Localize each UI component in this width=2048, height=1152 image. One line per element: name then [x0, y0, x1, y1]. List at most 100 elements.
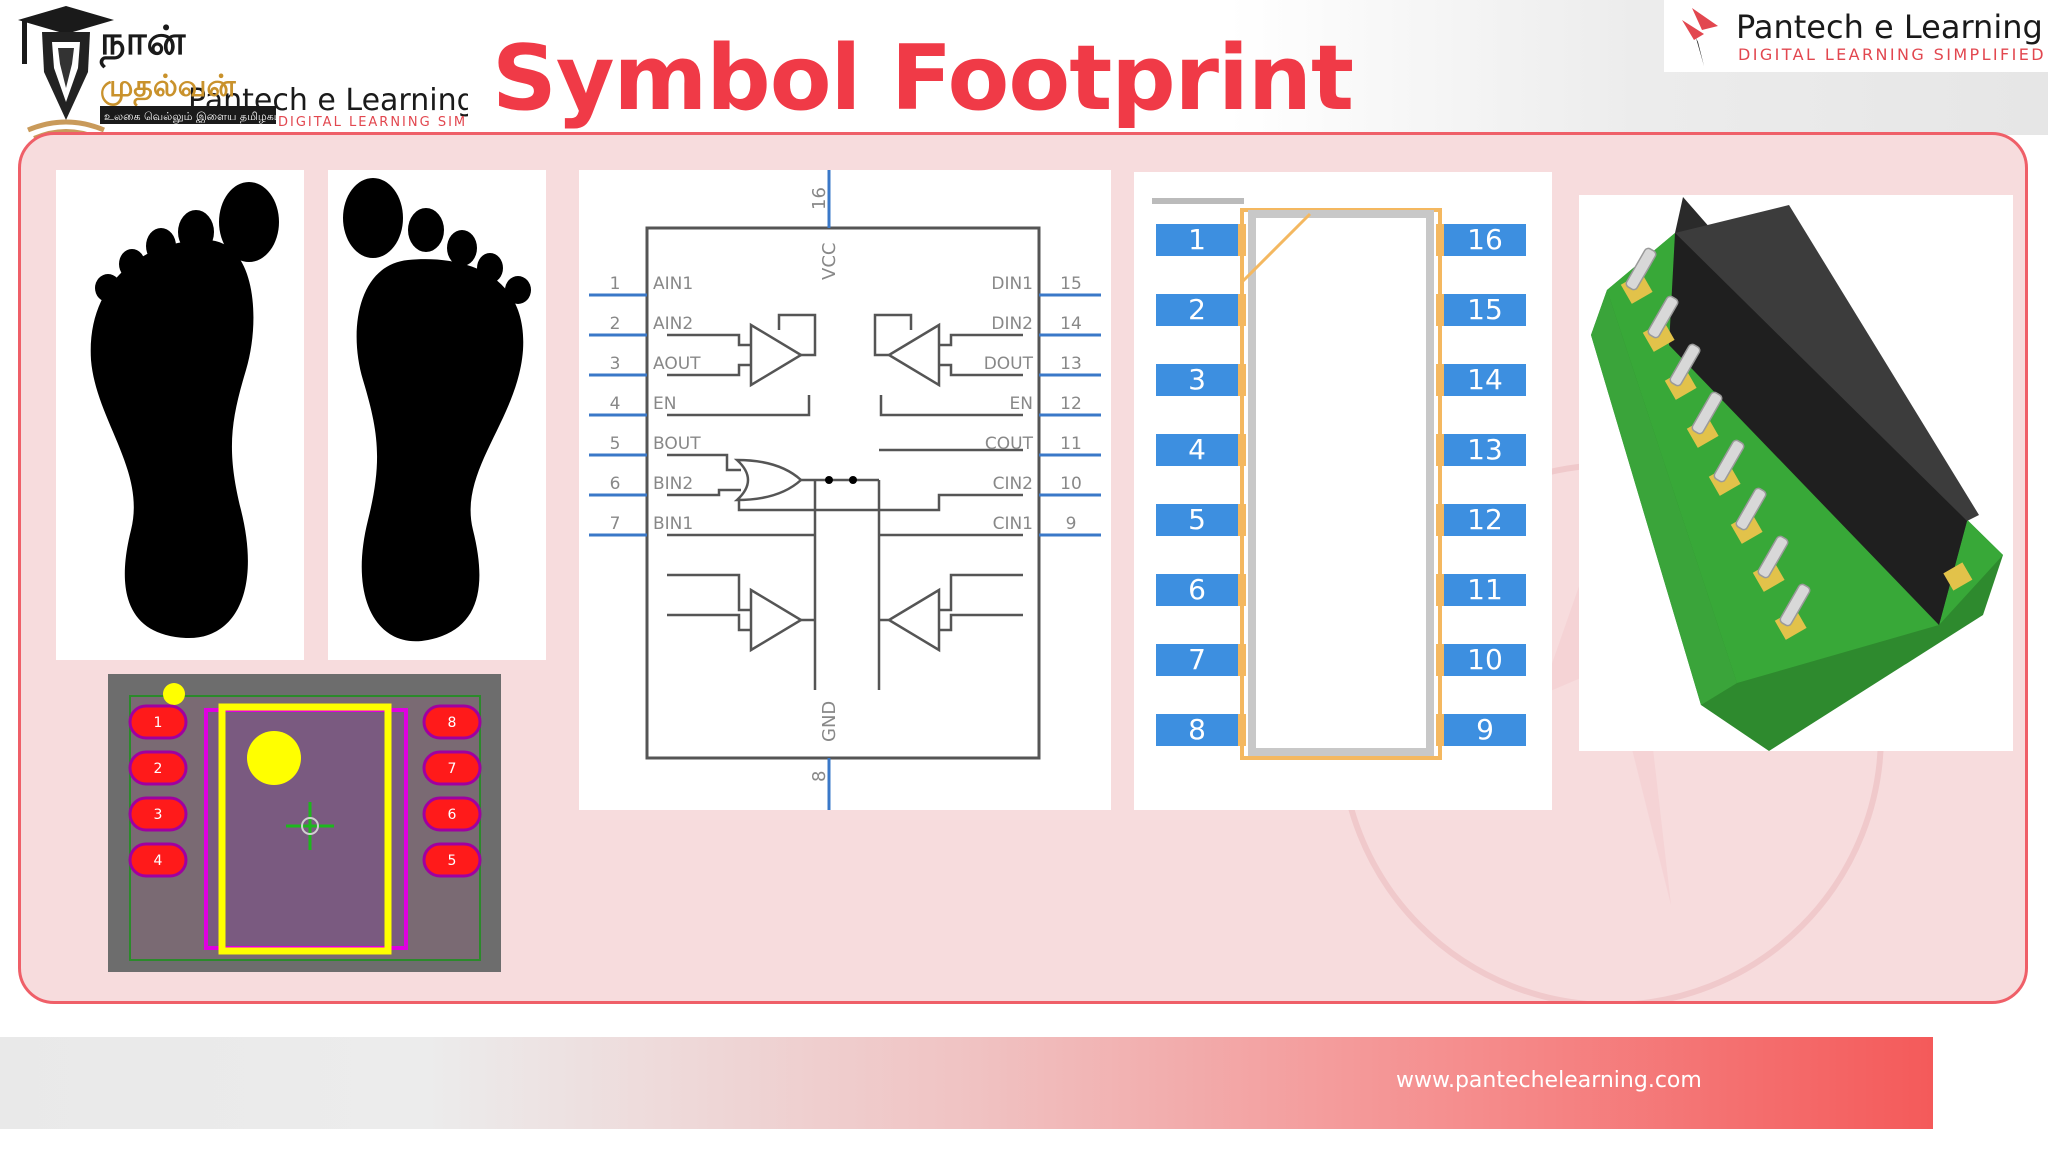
- pin-number: 6: [610, 474, 621, 494]
- pad-label: 3: [154, 807, 163, 823]
- slide-title: Symbol Footprint: [492, 26, 1354, 131]
- dip-pad-label: 6: [1188, 573, 1206, 606]
- dip-pad-10: [1444, 644, 1526, 676]
- pad-7: [422, 750, 482, 786]
- dip-pad-15: [1444, 294, 1526, 326]
- dip-pad-14: [1444, 364, 1526, 396]
- schematic-symbol-image: 16 VCC GND 8: [579, 170, 1111, 810]
- dip-pad-label: 5: [1188, 503, 1206, 536]
- pin-number: 9: [1066, 514, 1077, 534]
- dip-pad-7: [1156, 644, 1238, 676]
- pad-label: 7: [448, 761, 457, 777]
- pad-label: 6: [448, 807, 457, 823]
- origin-crosshair-icon: [286, 802, 334, 850]
- dip-pad-label: 4: [1188, 433, 1206, 466]
- pin-name: AOUT: [653, 354, 701, 374]
- dip-pad-label: 3: [1188, 363, 1206, 396]
- logo-brand-right: Pantech e Learning: [1736, 8, 2043, 46]
- dip16-3d-image: [1579, 195, 2013, 751]
- pin-number: 11: [1060, 434, 1082, 454]
- dip-pad-label: 11: [1467, 573, 1503, 606]
- pin-name: AIN1: [653, 274, 693, 294]
- ic-lead: [1691, 391, 1723, 435]
- pad-4: [128, 842, 188, 878]
- pad-label: 4: [154, 853, 163, 869]
- dip-pad-label: 1: [1188, 223, 1206, 256]
- pin-number: 15: [1060, 274, 1082, 294]
- vcc-pin-number: 16: [809, 187, 830, 210]
- pantech-bird-icon: [1682, 8, 1718, 66]
- pin-number: 14: [1060, 314, 1082, 334]
- pin-name: EN: [653, 394, 676, 414]
- dip-pad-6: [1156, 574, 1238, 606]
- pin1-notch: [1240, 212, 1312, 284]
- ic-lead: [1713, 439, 1745, 483]
- pcb-footprint-drawing: 1 2 3 4 8 7 6 5: [128, 683, 482, 961]
- foot-image-left: [56, 170, 304, 660]
- footer-band: [0, 1037, 1933, 1129]
- pad-3: [128, 796, 188, 832]
- footer-url[interactable]: www.pantechelearning.com: [1396, 1068, 1702, 1093]
- dip-pad-label: 12: [1467, 503, 1503, 536]
- pad-5: [422, 842, 482, 878]
- dip-pad-8: [1156, 714, 1238, 746]
- footprint-right-icon: [343, 178, 531, 642]
- internal-logic-gates: [667, 313, 1023, 690]
- pantech-logo: Pantech e Learning DIGITAL LEARNING SIMP…: [1664, 0, 2048, 72]
- pad-label: 8: [448, 715, 457, 731]
- dip16-3d-drawing: [1591, 197, 2003, 751]
- pad-label: 1: [154, 715, 163, 731]
- pin-name: DOUT: [984, 354, 1034, 374]
- ic-lead: [1757, 535, 1789, 579]
- pcb-footprint-image: 1 2 3 4 8 7 6 5: [108, 674, 501, 972]
- dip-pad-label: 13: [1467, 433, 1503, 466]
- dip-pad-label: 10: [1467, 643, 1503, 676]
- logo-tamil-bottom: முதல்வன்: [100, 69, 236, 107]
- dip-pad-9: [1444, 714, 1526, 746]
- pin-number: 13: [1060, 354, 1082, 374]
- schematic-symbol-drawing: 16 VCC GND 8: [589, 170, 1101, 810]
- pad-label: 2: [154, 761, 163, 777]
- gnd-pin-number: 8: [809, 771, 830, 782]
- dip-pad-label: 7: [1188, 643, 1206, 676]
- logo-tamil-top: நான்: [99, 18, 187, 68]
- naan-mudhalvan-logo: நான் Pantech e Learning முதல்வன் உலகை வெ…: [8, 2, 528, 152]
- ic-lead: [1779, 583, 1811, 627]
- pin-number: 1: [610, 274, 621, 294]
- logo-tamil-tagline: உலகை வெல்லும் இளைய தமிழகம்: [104, 110, 283, 123]
- dip-pad-label: 15: [1467, 293, 1503, 326]
- dip-pad-label: 8: [1188, 713, 1206, 746]
- pin-number: 4: [610, 394, 621, 414]
- pad-6: [422, 796, 482, 832]
- ic-lead: [1647, 295, 1679, 339]
- ic-lead: [1625, 247, 1657, 291]
- ic-lead: [1669, 343, 1701, 387]
- vcc-label: VCC: [819, 243, 840, 280]
- dip-pad-3: [1156, 364, 1238, 396]
- pin-name: CIN2: [993, 474, 1033, 494]
- dip-pad-4: [1156, 434, 1238, 466]
- logo-brand-right-sub: DIGITAL LEARNING SIMPLIFIED: [1738, 45, 2046, 64]
- pin-number: 7: [610, 514, 621, 534]
- dip-pad-5: [1156, 504, 1238, 536]
- pin-name: BIN2: [653, 474, 693, 494]
- pad-1: [128, 704, 188, 740]
- solder-pad: [1943, 562, 1973, 591]
- pad-2: [128, 750, 188, 786]
- dip-pad-label: 16: [1467, 223, 1503, 256]
- pin-name: AIN2: [653, 314, 693, 334]
- logo-brand-left-sub: DIGITAL LEARNING SIMPLIFIED: [278, 115, 468, 130]
- pin-number: 5: [610, 434, 621, 454]
- dip-pad-label: 14: [1467, 363, 1503, 396]
- pad-label: 5: [448, 853, 457, 869]
- dip-pad-11: [1444, 574, 1526, 606]
- dip-pad-12: [1444, 504, 1526, 536]
- pin-name: EN: [1010, 394, 1033, 414]
- pin-number: 3: [610, 354, 621, 374]
- pin1-indicator: [163, 683, 185, 705]
- pin1-dot: [247, 731, 301, 785]
- pin-name: COUT: [985, 434, 1034, 454]
